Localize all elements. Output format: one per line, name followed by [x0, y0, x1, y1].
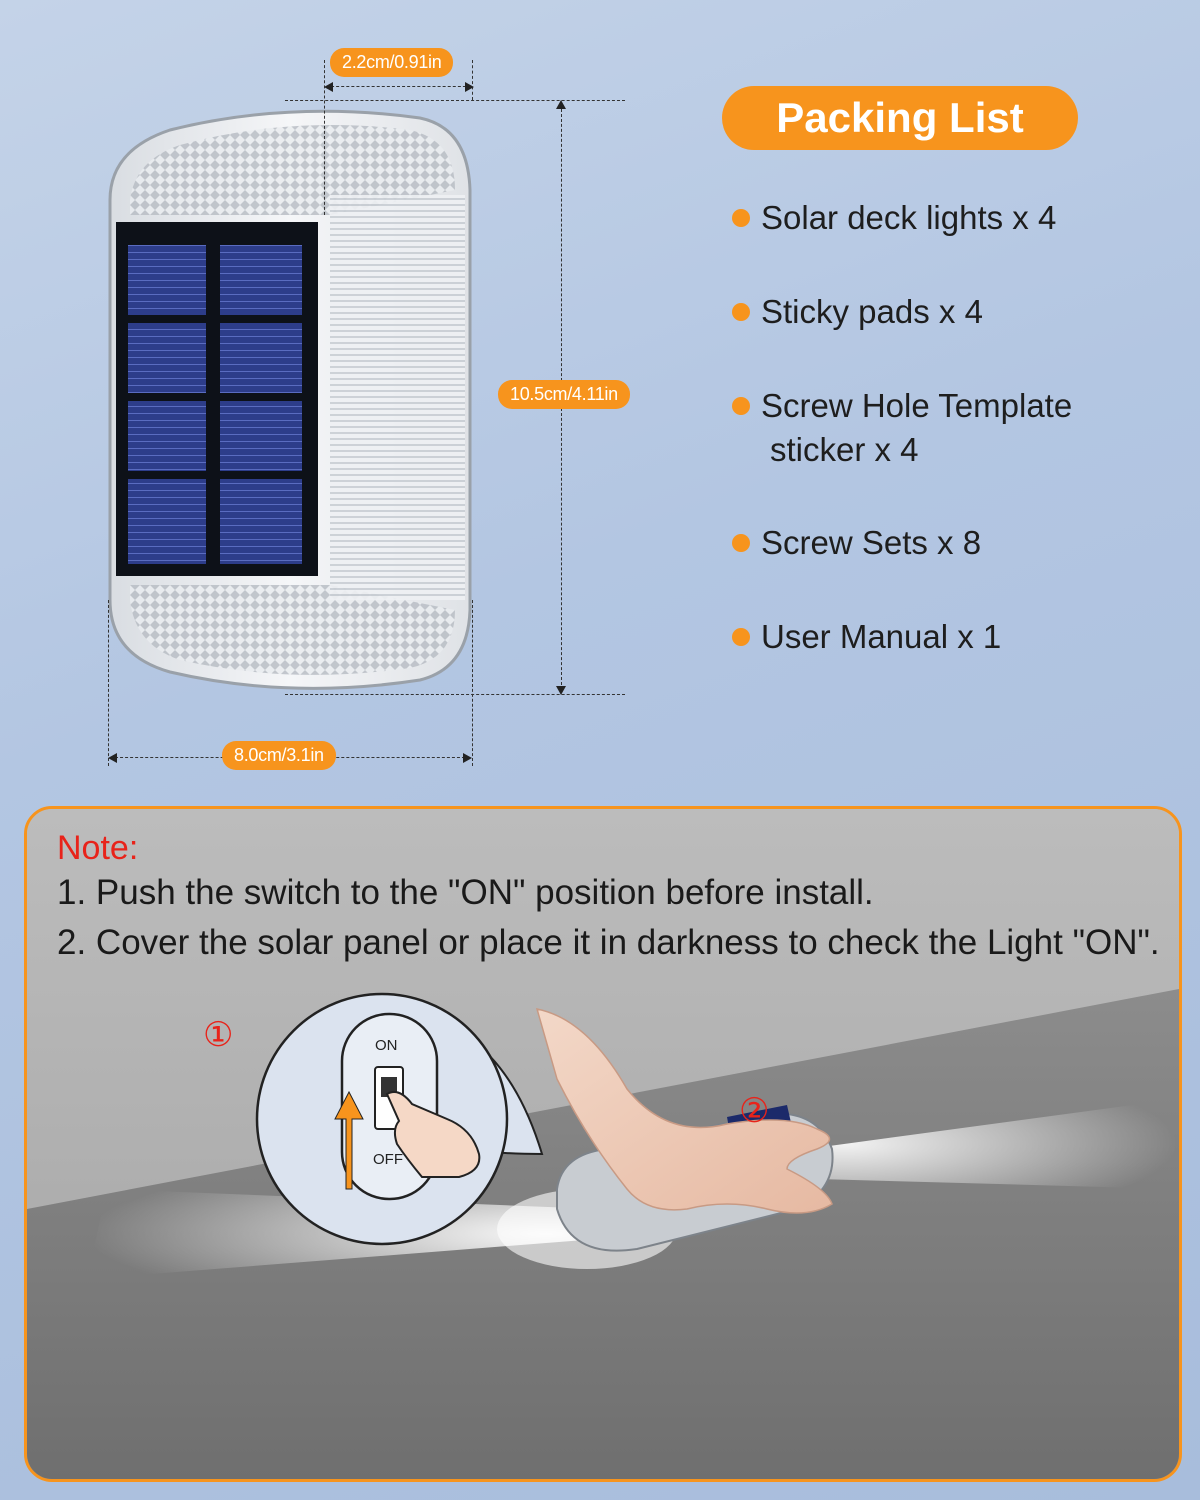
step-2-marker: ②: [739, 1092, 770, 1130]
width-guide-right: [472, 600, 473, 766]
depth-label: 2.2cm/0.91in: [330, 48, 454, 77]
note-step-2: 2. Cover the solar panel or place it in …: [57, 923, 1160, 962]
list-item: Sticky pads x 4: [732, 290, 983, 334]
list-item-label: Screw Hole Template: [761, 387, 1073, 424]
solar-light-front-icon: [108, 109, 472, 690]
installation-scene: [27, 809, 1179, 1479]
depth-guide-right: [472, 60, 473, 100]
step-1-marker: ①: [203, 1016, 234, 1054]
list-item: Screw Sets x 8: [732, 521, 981, 565]
note-step-1: 1. Push the switch to the "ON" position …: [57, 873, 874, 912]
bullet-icon: [732, 628, 750, 646]
arrow-down-icon: [556, 686, 566, 695]
bullet-icon: [732, 397, 750, 415]
arrow-up-icon: [556, 100, 566, 109]
width-guide-left: [108, 600, 109, 766]
arrow-left-icon: [324, 82, 333, 92]
height-guide-top: [285, 100, 625, 101]
note-panel: Note: 1. Push the switch to the "ON" pos…: [24, 806, 1182, 1482]
depth-line: [326, 86, 471, 87]
list-item-label: Screw Sets x 8: [761, 524, 982, 561]
list-item: Screw Hole Template sticker x 4: [732, 384, 1072, 472]
switch-off-label: OFF: [373, 1151, 403, 1168]
height-label: 10.5cm/4.11in: [498, 380, 630, 409]
bullet-icon: [732, 209, 750, 227]
list-item-label-continued: sticker x 4: [770, 431, 919, 468]
height-guide-bottom: [285, 694, 625, 695]
bullet-icon: [732, 534, 750, 552]
depth-guide-left: [324, 60, 325, 215]
list-item: Solar deck lights x 4: [732, 196, 1056, 240]
arrow-right-icon: [463, 753, 472, 763]
list-item: User Manual x 1: [732, 615, 1001, 659]
arrow-left-icon: [108, 753, 117, 763]
arrow-right-icon: [465, 82, 474, 92]
width-label: 8.0cm/3.1in: [222, 741, 336, 770]
list-item-label: User Manual x 1: [761, 618, 1002, 655]
switch-on-label: ON: [375, 1037, 398, 1054]
list-item-label: Solar deck lights x 4: [761, 199, 1057, 236]
bullet-icon: [732, 303, 750, 321]
list-item-label: Sticky pads x 4: [761, 293, 983, 330]
note-title: Note:: [57, 829, 139, 867]
packing-list-title: Packing List: [722, 86, 1078, 150]
